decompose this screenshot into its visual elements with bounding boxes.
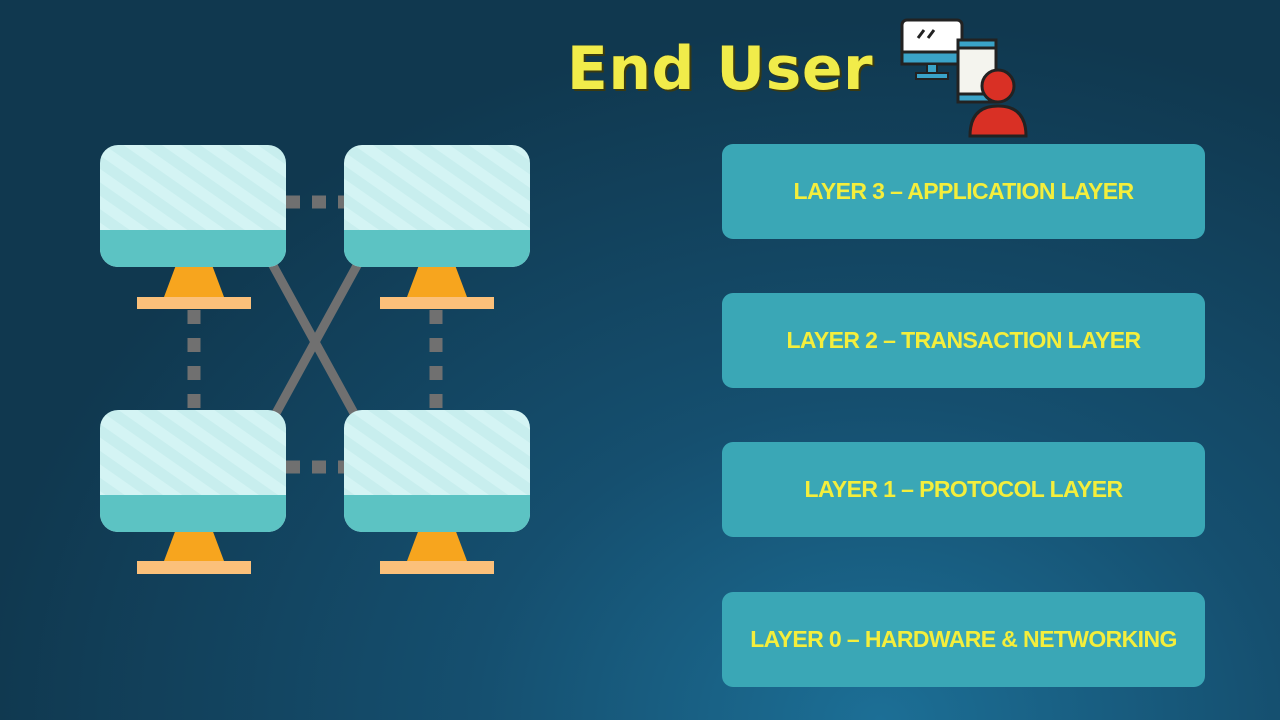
computer-icon [344,410,530,574]
layer-2-box: LAYER 2 – TRANSACTION LAYER [722,293,1205,388]
networked-computers-icon [100,145,530,574]
layer-1-box: LAYER 1 – PROTOCOL LAYER [722,442,1205,537]
layer-1-label: LAYER 1 – PROTOCOL LAYER [804,476,1124,502]
layer-3-box: LAYER 3 – APPLICATION LAYER [722,144,1205,239]
computer-icon [100,410,286,574]
layer-3-label: LAYER 3 – APPLICATION LAYER [793,178,1135,204]
network-cables [187,195,443,474]
computer-icon [100,145,286,309]
layer-2-label: LAYER 2 – TRANSACTION LAYER [786,327,1141,353]
layer-0-label: LAYER 0 – HARDWARE & NETWORKING [750,626,1177,652]
layer-0-box: LAYER 0 – HARDWARE & NETWORKING [722,592,1205,687]
computer-phone-user-icon [900,18,1028,138]
page-title: End User [566,34,874,104]
computer-icon [344,145,530,309]
